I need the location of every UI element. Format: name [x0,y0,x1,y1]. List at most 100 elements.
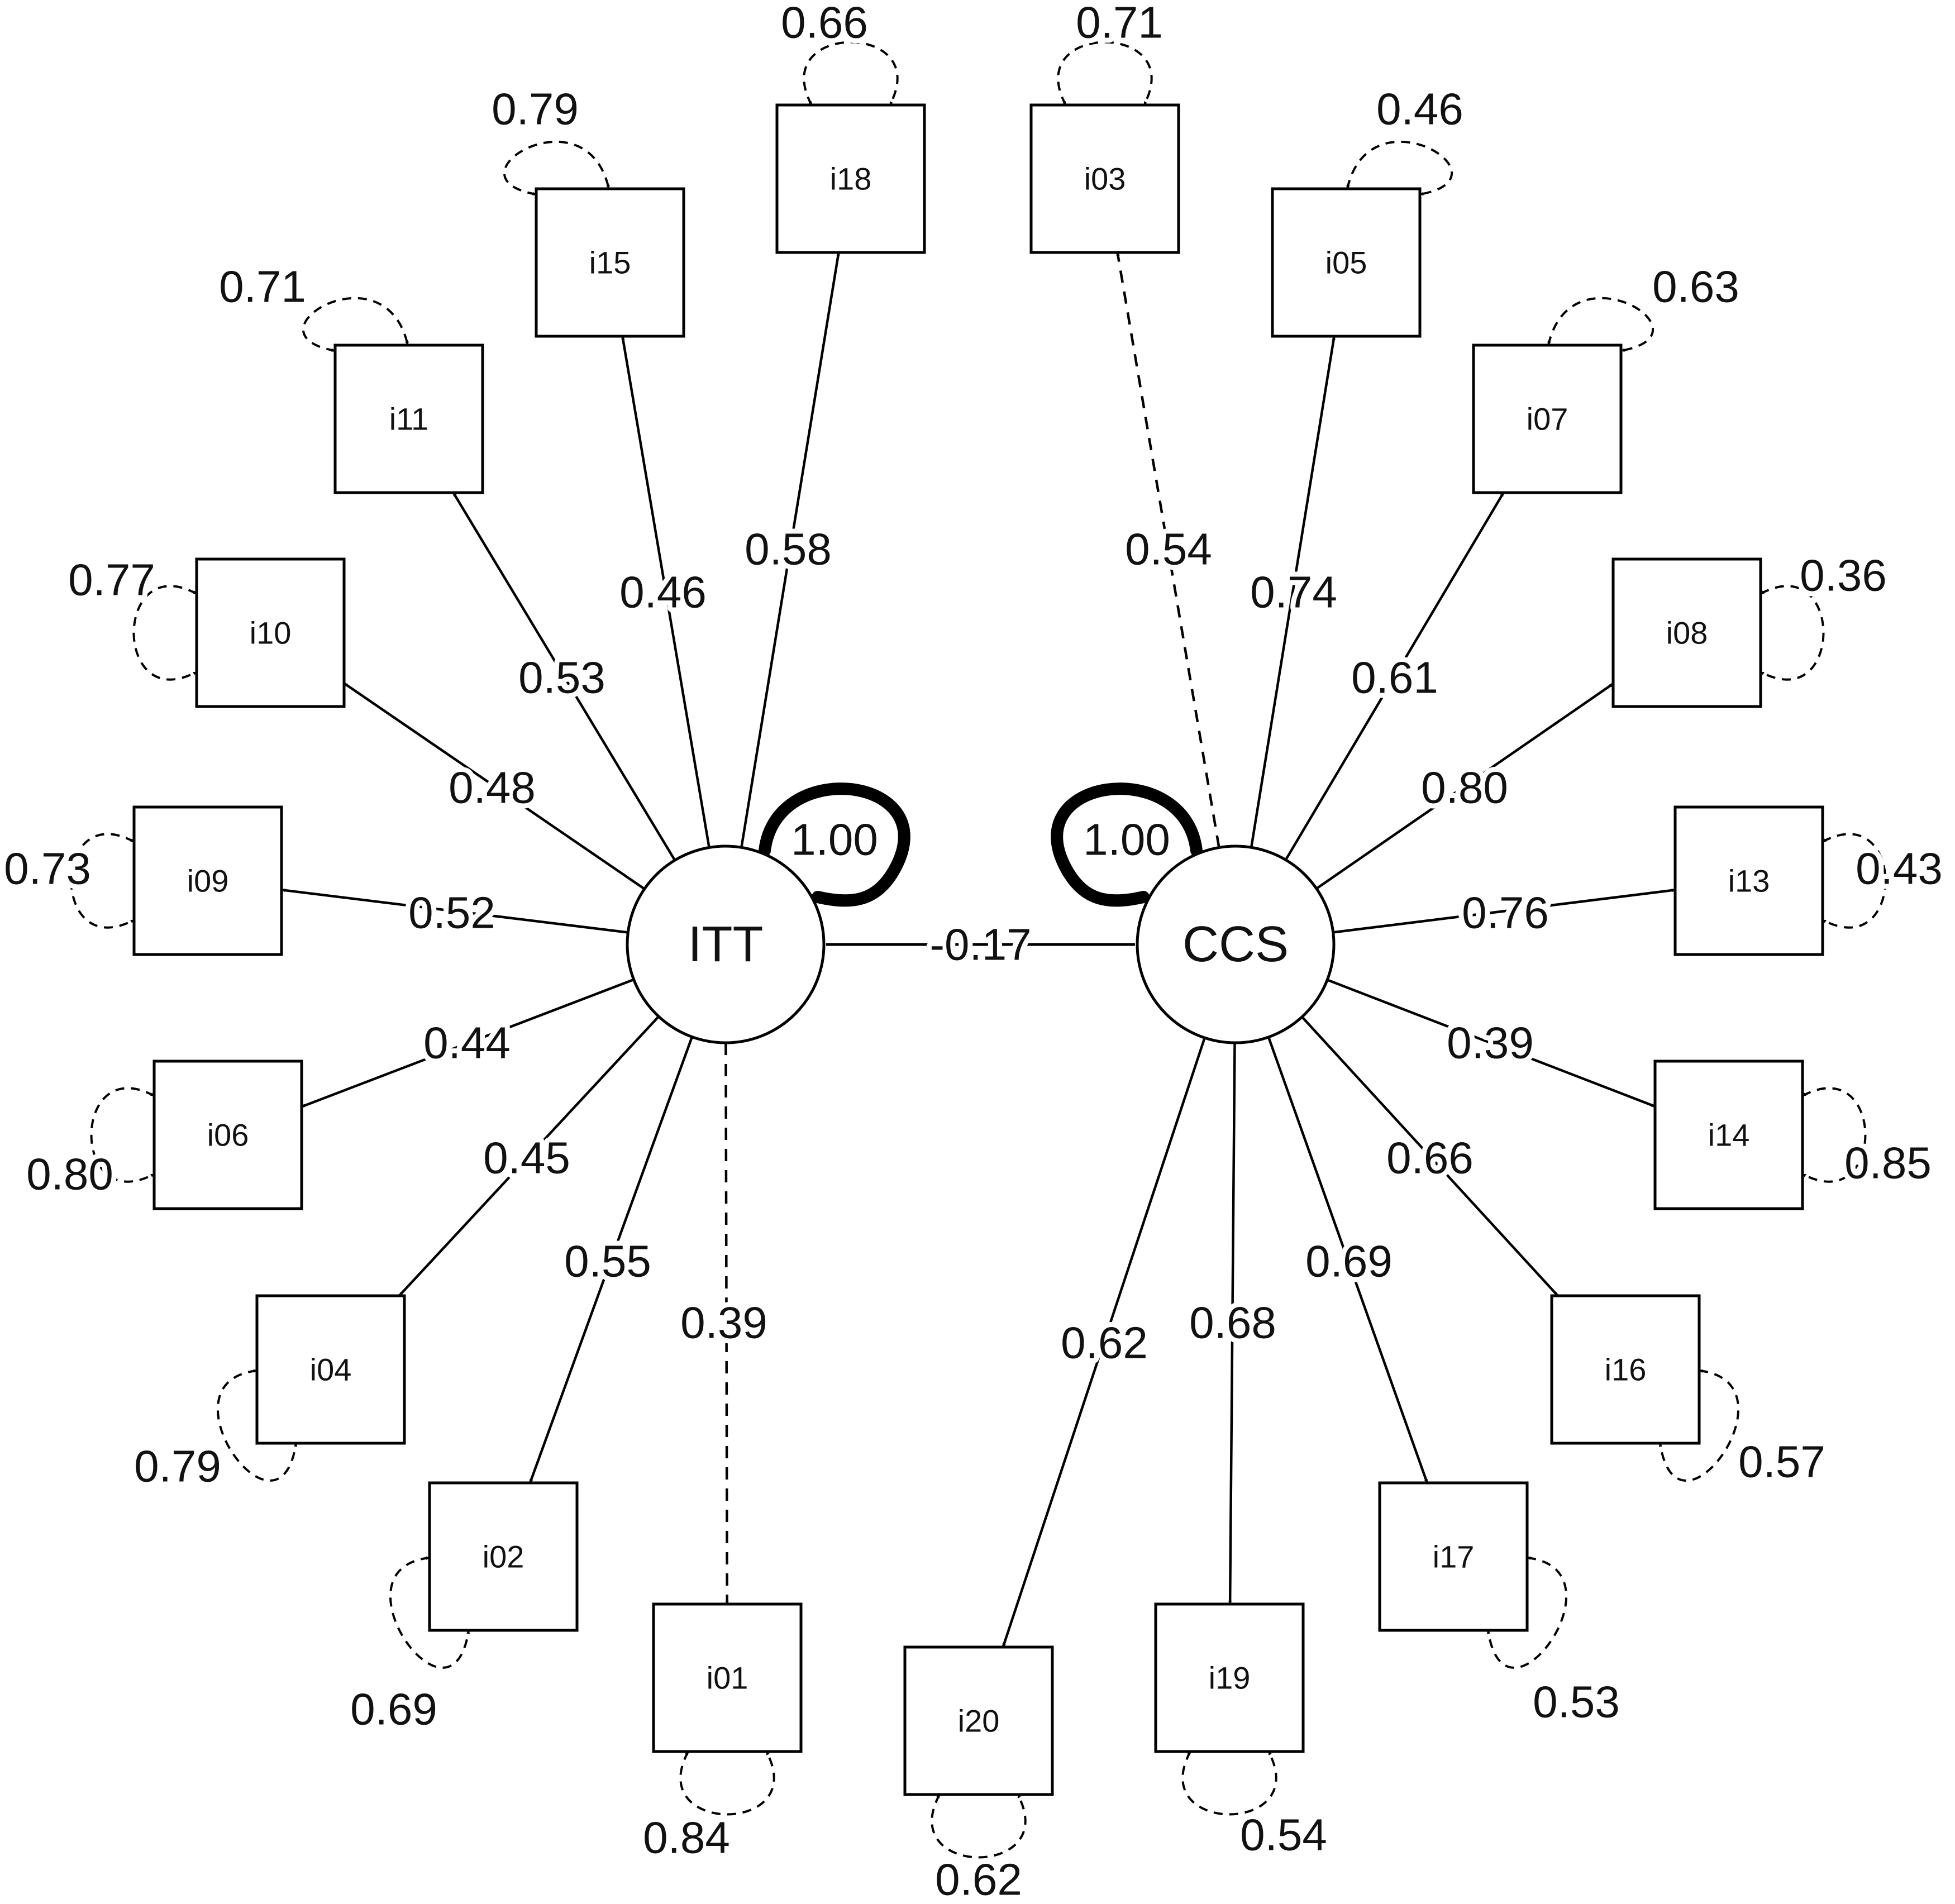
indicator-box-i11 [333,343,484,494]
loading-path-i18 [740,252,840,848]
residual-value-i18: 0.66 [781,0,868,47]
indicator-label-i05: i05 [1325,245,1367,280]
loading-value-i07: 0.61 [1351,653,1438,703]
residual-value-i09: 0.73 [4,844,91,894]
residual-value-i06: 0.80 [26,1149,113,1199]
residual-loop-i06 [90,1087,155,1183]
residual-value-i13: 0.43 [1856,844,1943,894]
indicator-box-i18 [775,103,926,254]
loading-value-i01: 0.39 [680,1298,767,1348]
indicator-i08: i08 [1611,557,1762,708]
loading-path-i09 [281,888,628,934]
residual-loop-i20 [931,1794,1027,1859]
indicator-label-i01: i01 [707,1660,748,1696]
residual-value-i08: 0.36 [1800,551,1887,600]
latent-label-CCS: CCS [1182,917,1289,972]
residual-loop-i11 [302,297,409,352]
latent-circle-CCS [1136,844,1336,1044]
indicator-i06: i06 [152,1060,303,1210]
loading-path-i06 [301,978,635,1108]
loading-value-i14: 0.39 [1447,1018,1534,1068]
indicator-i02: i02 [428,1481,579,1632]
indicator-box-i15 [535,187,685,338]
residual-value-i03: 0.71 [1076,0,1163,47]
loading-value-i05: 0.74 [1250,567,1337,617]
indicator-i17: i17 [1378,1481,1529,1632]
latent-label-ITT: ITT [688,917,764,972]
loading-path-i08 [1315,683,1614,890]
residual-loop-i03 [1057,41,1153,106]
loading-path-i01 [724,1042,729,1605]
indicator-label-i04: i04 [310,1352,352,1387]
indicators-layer: i18i15i11i10i09i06i04i02i01i03i05i07i08i… [132,103,1824,1796]
loading-path-i20 [1002,1037,1206,1648]
paths-layer [70,41,1887,1859]
loading-path-i17 [1267,1037,1429,1483]
indicator-box-i05 [1271,187,1422,338]
indicator-i07: i07 [1472,343,1623,494]
residual-value-i10: 0.77 [68,555,155,605]
loading-path-i10 [343,682,646,890]
indicator-box-i13 [1673,805,1824,956]
loading-value-i06: 0.44 [423,1018,511,1068]
latent-CCS: CCS [1136,844,1336,1044]
indicator-i20: i20 [903,1645,1054,1796]
residual-value-i11: 0.71 [219,262,306,312]
loading-value-i11: 0.53 [518,653,605,703]
residual-loop-i01 [679,1751,775,1816]
indicator-i09: i09 [132,805,283,956]
indicator-label-i13: i13 [1728,863,1770,899]
indicator-label-i09: i09 [187,863,229,899]
loading-value-i02: 0.55 [564,1237,651,1286]
loading-path-i03 [1116,252,1220,848]
residual-value-i07: 0.63 [1652,262,1739,312]
indicator-i04: i04 [255,1294,406,1445]
indicator-label-i19: i19 [1209,1660,1251,1696]
indicator-label-i14: i14 [1708,1118,1750,1153]
residual-value-i05: 0.46 [1376,84,1463,134]
residual-loop-i19 [1181,1751,1277,1816]
residual-loop-i15 [503,140,610,196]
residual-loop-i10 [132,585,197,681]
indicator-i13: i13 [1673,805,1824,956]
loading-value-i13: 0.76 [1462,888,1549,938]
indicator-label-i07: i07 [1527,402,1568,437]
indicator-i14: i14 [1653,1060,1804,1210]
residual-value-i19: 0.54 [1240,1810,1327,1860]
latents-layer: ITT CCS [626,844,1336,1044]
indicator-box-i16 [1550,1294,1701,1445]
residual-value-i17: 0.53 [1533,1677,1620,1727]
indicator-box-i10 [195,557,346,708]
variance-value-CCS: 1.00 [1083,815,1170,865]
loading-path-i14 [1327,979,1656,1108]
residual-loop-i16 [1658,1369,1740,1482]
indicator-label-i15: i15 [589,245,631,280]
variance-loop-CCS [1051,782,1203,907]
residual-loop-i13 [1822,833,1887,929]
indicator-box-i14 [1653,1060,1804,1210]
indicator-i15: i15 [535,187,685,338]
indicator-label-i02: i02 [483,1539,524,1574]
loading-path-i02 [528,1036,694,1483]
indicator-box-i06 [152,1060,303,1210]
indicator-i11: i11 [333,343,484,494]
indicator-label-i20: i20 [958,1703,1000,1739]
loading-value-i04: 0.45 [483,1133,570,1183]
loading-value-i17: 0.69 [1305,1237,1393,1286]
residual-loop-i04 [216,1369,298,1482]
loading-value-i20: 0.62 [1061,1318,1148,1368]
loading-value-i08: 0.80 [1421,763,1508,813]
indicator-label-i08: i08 [1666,615,1708,651]
indicator-box-i20 [903,1645,1054,1796]
latent-circle-ITT [626,844,826,1044]
residual-value-i16: 0.57 [1738,1437,1825,1487]
loading-value-i15: 0.46 [619,567,707,617]
indicator-i19: i19 [1154,1602,1305,1753]
loading-value-i18: 0.58 [745,524,832,574]
residual-value-i02: 0.69 [350,1685,437,1734]
loading-value-i10: 0.48 [449,763,536,813]
covariance-value: -0.17 [929,920,1031,970]
residual-loop-i07 [1547,297,1654,352]
residual-value-i14: 0.85 [1844,1138,1932,1188]
